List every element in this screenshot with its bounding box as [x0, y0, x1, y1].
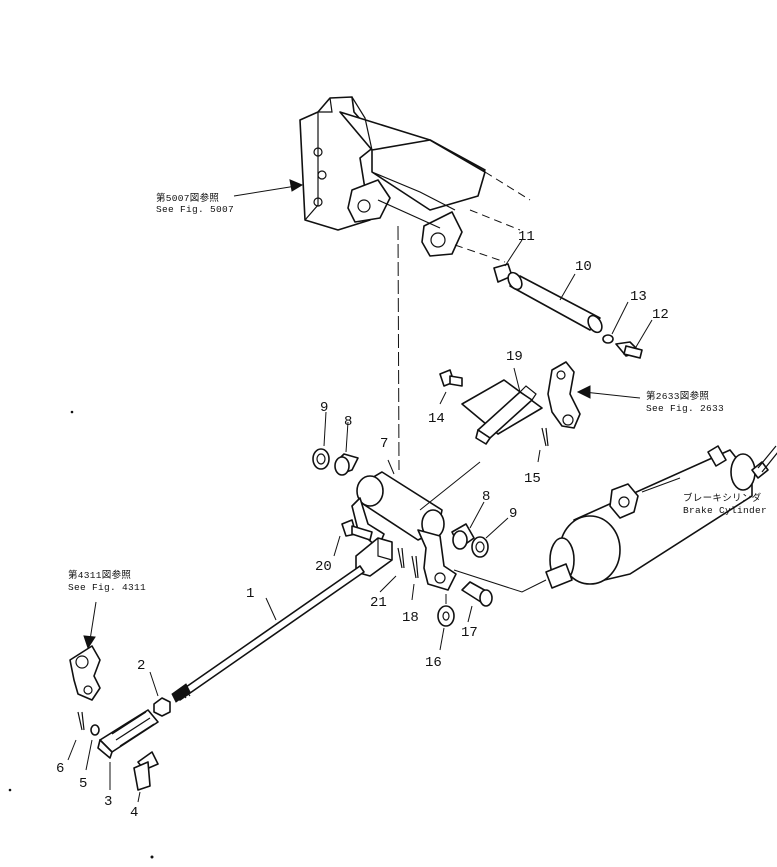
yoke-3: [97, 709, 159, 790]
washer-16: [437, 594, 455, 651]
bracket-plate-19: [461, 367, 543, 445]
callout-19: 19: [506, 349, 523, 365]
pin-10: [507, 271, 603, 334]
seal-9-lower: [471, 517, 509, 558]
bushing-8-upper: [334, 421, 359, 476]
clevis-pin-17: [461, 581, 493, 623]
bolt-20: [333, 519, 373, 557]
ref-label-fig2633-en: See Fig. 2633: [646, 403, 724, 414]
bolt-14: [439, 369, 463, 405]
callout-17: 17: [461, 625, 478, 641]
callout-1: 1: [246, 586, 254, 602]
callout-12: 12: [652, 307, 669, 323]
pin-4: [133, 751, 159, 803]
split-pin-6: [67, 711, 85, 761]
callout-18: 18: [402, 610, 419, 626]
ref-label-brake-cylinder-jp: ブレーキシリンダ: [683, 492, 762, 504]
callout-11: 11: [518, 229, 535, 245]
callout-8-upper: 8: [344, 414, 352, 430]
frame-bracket: [299, 96, 531, 263]
arrow-fig-4311: [83, 601, 97, 650]
ref-label-fig4311-en: See Fig. 4311: [68, 582, 146, 593]
arrow-fig-2633: [576, 385, 641, 399]
callout-10: 10: [575, 259, 592, 275]
arm-fig-4311: [69, 645, 101, 701]
callout-16: 16: [425, 655, 442, 671]
callout-15: 15: [524, 471, 541, 487]
rod-1: [171, 565, 365, 703]
bolt-12: [615, 319, 653, 359]
callout-5: 5: [79, 776, 87, 792]
brake-cylinder: [453, 445, 777, 593]
washer-13: [602, 301, 629, 344]
ref-label-brake-cylinder-en: Brake Cylinder: [683, 505, 767, 516]
ref-label-fig5007-en: See Fig. 5007: [156, 204, 234, 215]
lever-7: [351, 459, 481, 591]
callout-4: 4: [130, 805, 138, 821]
scan-dot: [150, 855, 154, 859]
callout-13: 13: [630, 289, 647, 305]
callout-14: 14: [428, 411, 445, 427]
callout-6: 6: [56, 761, 64, 777]
callout-9-lower: 9: [509, 506, 517, 522]
arm-fig-2633: [547, 361, 581, 429]
split-pin-21: [379, 547, 405, 593]
split-pin-15: [537, 427, 549, 463]
callout-3: 3: [104, 794, 112, 810]
seal-9-upper: [312, 411, 330, 470]
bushing-8-lower: [451, 501, 485, 550]
callout-21: 21: [370, 595, 387, 611]
washer-5: [85, 724, 100, 771]
callout-7: 7: [380, 436, 388, 452]
scan-dot: [8, 788, 12, 792]
callout-8-lower: 8: [482, 489, 490, 505]
callout-20: 20: [315, 559, 332, 575]
ref-label-fig5007-jp: 第5007図参照: [156, 192, 219, 204]
callout-2: 2: [137, 658, 145, 674]
arrow-fig-5007: [233, 179, 304, 197]
ref-label-fig2633-jp: 第2633図参照: [646, 390, 709, 402]
nut-2: [149, 671, 171, 717]
callout-9-upper: 9: [320, 400, 328, 416]
scan-dot: [70, 410, 74, 414]
ref-label-fig4311-jp: 第4311図参照: [68, 569, 131, 581]
split-pin-18: [411, 555, 419, 601]
